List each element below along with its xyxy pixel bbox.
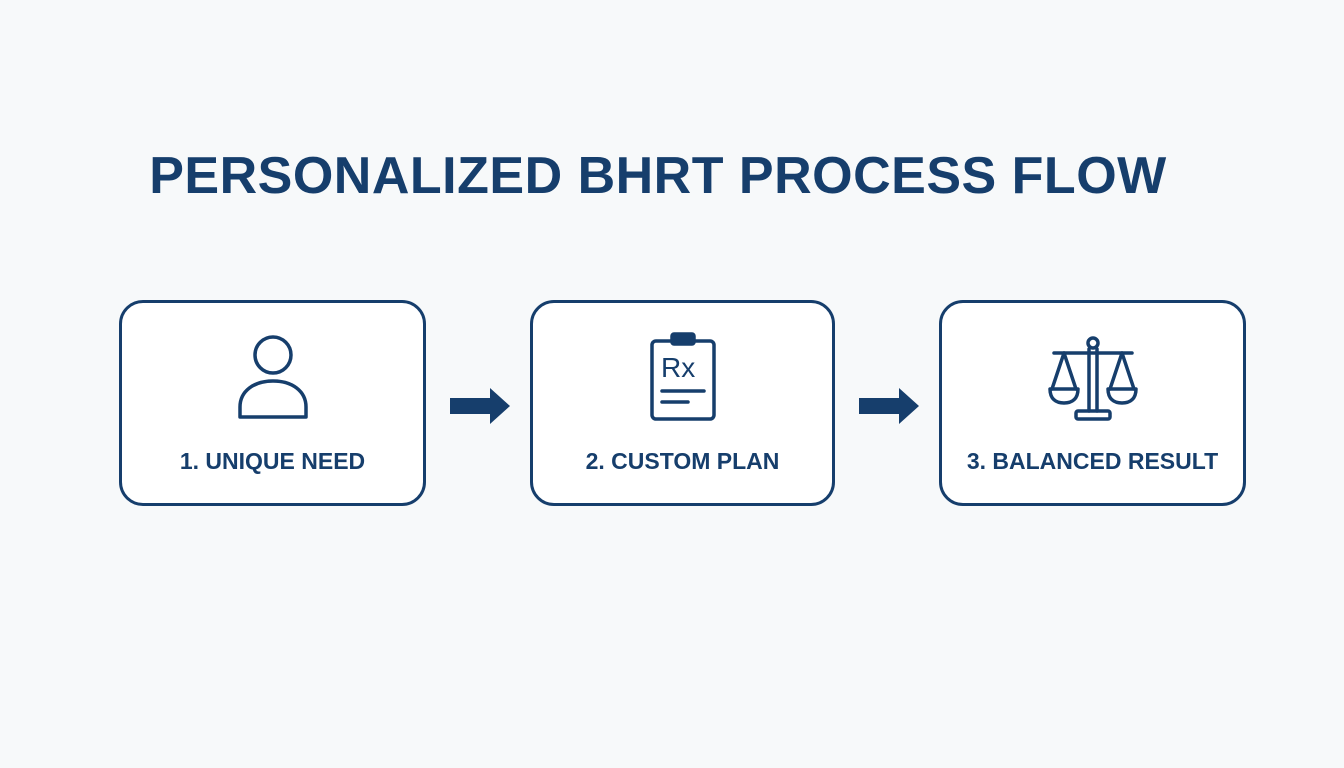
page-title: PERSONALIZED BHRT PROCESS FLOW [149, 147, 1167, 205]
prescription-clipboard-icon: Rx [638, 331, 728, 423]
step-label: 3. BALANCED RESULT [966, 448, 1219, 474]
arrow-right-icon [859, 386, 921, 426]
step-unique-need: 1. UNIQUE NEED [119, 300, 426, 506]
balance-scale-icon [1047, 331, 1138, 423]
arrow-right-icon [450, 386, 512, 426]
step-label: 2. CUSTOM PLAN [585, 448, 780, 474]
person-icon [228, 331, 318, 423]
step-label: 1. UNIQUE NEED [179, 448, 366, 474]
step-balanced-result: 3. BALANCED RESULT [939, 300, 1246, 506]
step-custom-plan: Rx 2. CUSTOM PLAN [530, 300, 835, 506]
svg-text:Rx: Rx [661, 352, 695, 383]
